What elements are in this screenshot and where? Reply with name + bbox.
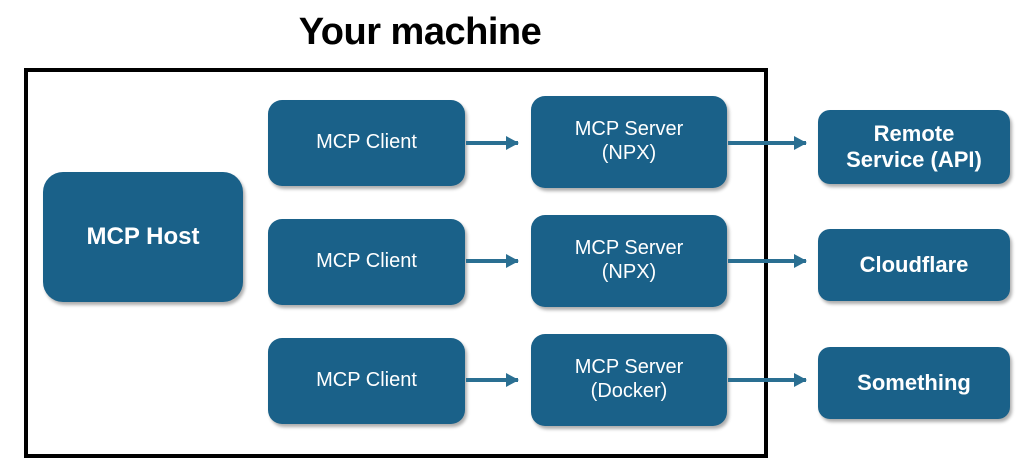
node-target-cloudflare-label: Cloudflare [859, 252, 969, 278]
node-mcp-client-1-label: MCP Client [316, 131, 417, 154]
node-target-something-label: Something [857, 370, 971, 396]
arrow-server-1-to-target-1 [728, 141, 806, 145]
node-mcp-client-3[interactable]: MCP Client [268, 338, 465, 424]
node-mcp-server-1[interactable]: MCP Server (NPX) [531, 96, 727, 188]
arrow-server-2-to-target-2 [728, 259, 806, 263]
node-mcp-client-1[interactable]: MCP Client [268, 100, 465, 186]
node-target-remote-service[interactable]: Remote Service (API) [818, 110, 1010, 184]
node-target-remote-service-label: Remote Service (API) [846, 121, 982, 172]
node-target-cloudflare[interactable]: Cloudflare [818, 229, 1010, 301]
machine-boundary [24, 68, 768, 458]
node-mcp-host-label: MCP Host [86, 222, 200, 250]
page-title: Your machine [298, 11, 542, 53]
node-mcp-client-2[interactable]: MCP Client [268, 219, 465, 305]
node-mcp-server-2[interactable]: MCP Server (NPX) [531, 215, 727, 307]
arrow-client-1-to-server-1 [466, 141, 518, 145]
node-mcp-server-2-label: MCP Server (NPX) [574, 237, 684, 283]
node-mcp-client-2-label: MCP Client [316, 250, 417, 273]
arrow-server-3-to-target-3 [728, 378, 806, 382]
node-mcp-server-3-label: MCP Server (Docker) [574, 356, 684, 402]
node-target-something[interactable]: Something [818, 347, 1010, 419]
arrow-client-3-to-server-3 [466, 378, 518, 382]
node-mcp-server-3[interactable]: MCP Server (Docker) [531, 334, 727, 426]
node-mcp-server-1-label: MCP Server (NPX) [574, 118, 684, 164]
node-mcp-host[interactable]: MCP Host [43, 172, 243, 302]
node-mcp-client-3-label: MCP Client [316, 369, 417, 392]
arrow-client-2-to-server-2 [466, 259, 518, 263]
